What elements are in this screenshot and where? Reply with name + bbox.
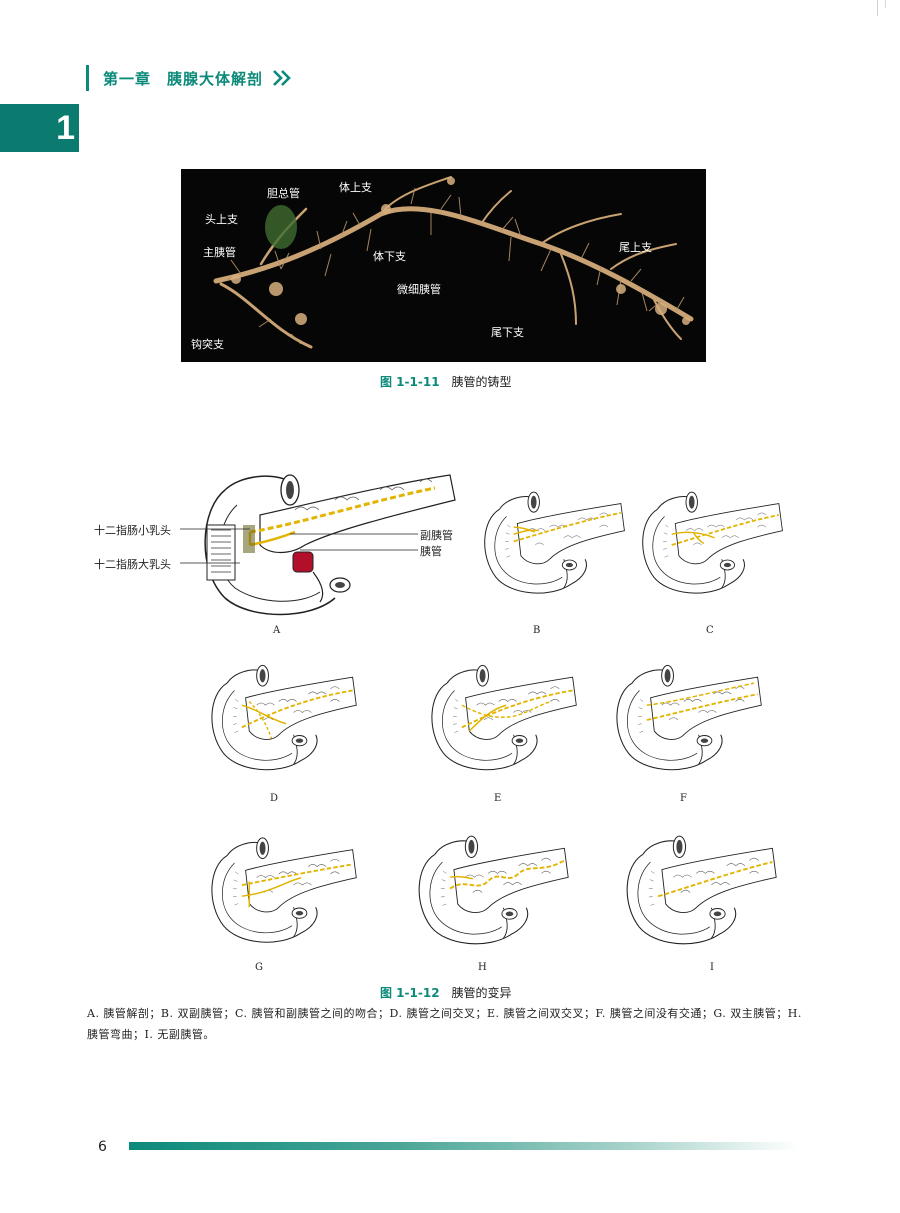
footer-gradient-bar [129,1142,799,1150]
label-uncinate-branch: 钩突支 [191,338,224,351]
label-bile-duct: 胆总管 [267,187,300,200]
right-leader-lines [290,533,418,551]
left-leader-lines [180,528,250,564]
panel-g-diagram [211,837,357,943]
page-number: 6 [98,1139,107,1155]
label-tail-lower-branch: 尾下支 [491,326,524,339]
pancreatic-duct-cast-photo: 胆总管 头上支 主胰管 体上支 体下支 微细胰管 尾上支 尾下支 钩突支 [181,169,706,362]
panel-letter-e: E [494,793,502,804]
chapter-title: 第一章 胰腺大体解剖 [103,69,264,88]
label-main-duct: 主胰管 [203,246,236,259]
panel-letter-g: G [255,962,263,973]
panel-c-diagram [642,491,783,594]
label-accessory-duct: 副胰管 [420,529,453,542]
caption-text: 胰管的铸型 [451,375,512,389]
caption-number: 图 1-1-12 [380,986,440,1000]
label-body-upper-branch: 体上支 [339,181,372,194]
panel-e-diagram [431,664,577,771]
caption-number: 图 1-1-11 [380,375,440,389]
running-header: 第一章 胰腺大体解剖 [86,64,295,92]
bile-duct-green [265,205,297,249]
panel-i-diagram [626,835,777,945]
header-accent-bar [86,65,89,91]
panel-letter-a: A [273,625,281,636]
double-chevron-right-icon [273,70,291,86]
panel-letter-c: C [706,625,714,636]
label-minor-papilla: 十二指肠小乳头 [94,524,171,537]
page-footer: 6 [98,1136,107,1155]
panel-f-diagram [616,664,762,771]
figure-1-1-12-caption: 图 1-1-12 胰管的变异 [380,984,512,1001]
figure-1-1-11-caption: 图 1-1-11 胰管的铸型 [380,373,512,390]
panel-d-diagram [211,664,357,771]
label-head-upper-branch: 头上支 [205,213,238,226]
panel-letter-i: I [710,962,714,973]
panel-letter-d: D [270,793,279,804]
panel-b-diagram [484,491,625,594]
figure-legend: A. 胰管解剖；B. 双副胰管；C. 胰管和副胰管之间的吻合；D. 胰管之间交叉… [87,1007,802,1041]
panel-h-diagram [418,835,569,945]
caption-text: 胰管的变异 [451,986,512,1000]
label-pancreatic-duct: 胰管 [420,545,442,558]
label-tiny-duct: 微细胰管 [397,283,441,296]
crop-mark [877,0,900,16]
label-major-papilla: 十二指肠大乳头 [94,558,171,571]
panel-a-diagram [204,474,456,616]
label-body-lower-branch: 体下支 [373,250,406,263]
chapter-number-tab: 1 [0,104,79,152]
label-tail-upper-branch: 尾上支 [619,241,652,254]
panel-letter-b: B [533,625,541,636]
panel-letter-f: F [680,793,687,804]
duct-cast-image [213,176,694,349]
panel-letter-h: H [478,962,487,973]
